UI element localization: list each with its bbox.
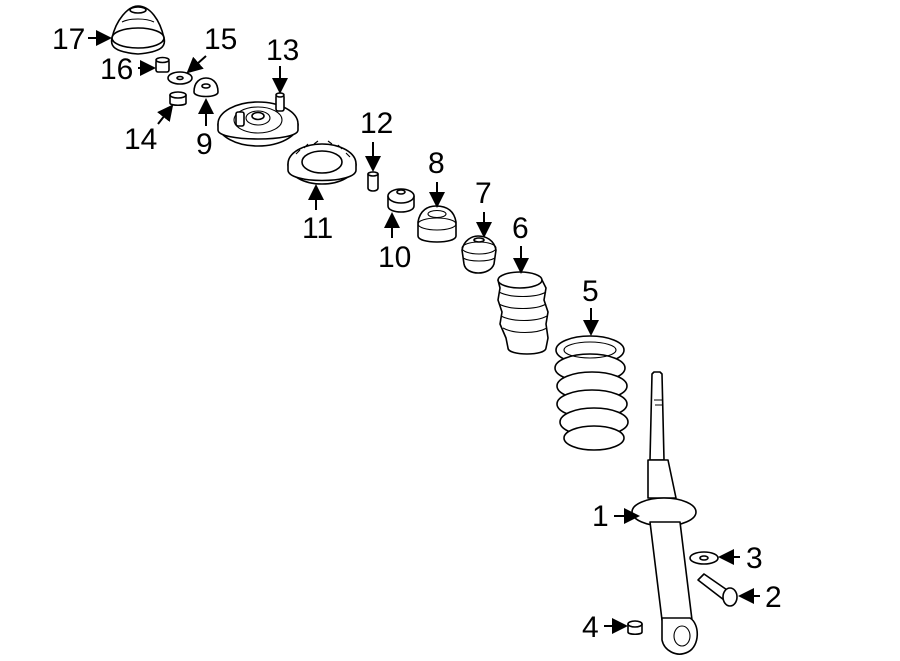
part-coil-spring [554, 335, 629, 451]
callout-6: 6 [512, 212, 529, 245]
part-washer [689, 551, 719, 565]
callout-1: 1 [592, 500, 609, 533]
part-nut [627, 620, 643, 636]
leader-lines [88, 30, 760, 634]
callout-12: 12 [360, 107, 393, 140]
part-spring-seat [287, 140, 357, 185]
callout-3: 3 [746, 542, 763, 575]
callout-15: 15 [204, 23, 237, 56]
part-dust-boot [497, 271, 549, 355]
part-nut-upper [155, 56, 170, 73]
part-mount-bushing [193, 77, 219, 98]
callout-13: 13 [266, 34, 299, 67]
callout-7: 7 [475, 177, 492, 210]
part-nut-small [169, 91, 187, 107]
part-spacer [387, 188, 415, 213]
callout-5: 5 [582, 275, 599, 308]
callout-10: 10 [378, 241, 411, 274]
callout-9: 9 [196, 128, 213, 161]
part-sleeve [367, 171, 379, 192]
callout-8: 8 [428, 147, 445, 180]
part-shock-absorber [631, 371, 699, 655]
callout-4: 4 [582, 611, 599, 644]
part-upper-mount [217, 92, 299, 147]
part-lower-bolt [697, 573, 738, 607]
callout-11: 11 [302, 212, 333, 245]
callout-14: 14 [124, 123, 157, 156]
part-dust-cap [110, 5, 166, 55]
callout-2: 2 [765, 581, 782, 614]
part-washer-small [167, 71, 193, 85]
part-bump-stop [461, 235, 497, 274]
callout-labels: 17 16 15 14 9 13 12 11 10 8 7 6 5 1 3 2 … [52, 23, 782, 644]
part-upper-insulator [417, 205, 457, 243]
callout-16: 16 [100, 53, 133, 86]
callout-17: 17 [52, 23, 85, 56]
